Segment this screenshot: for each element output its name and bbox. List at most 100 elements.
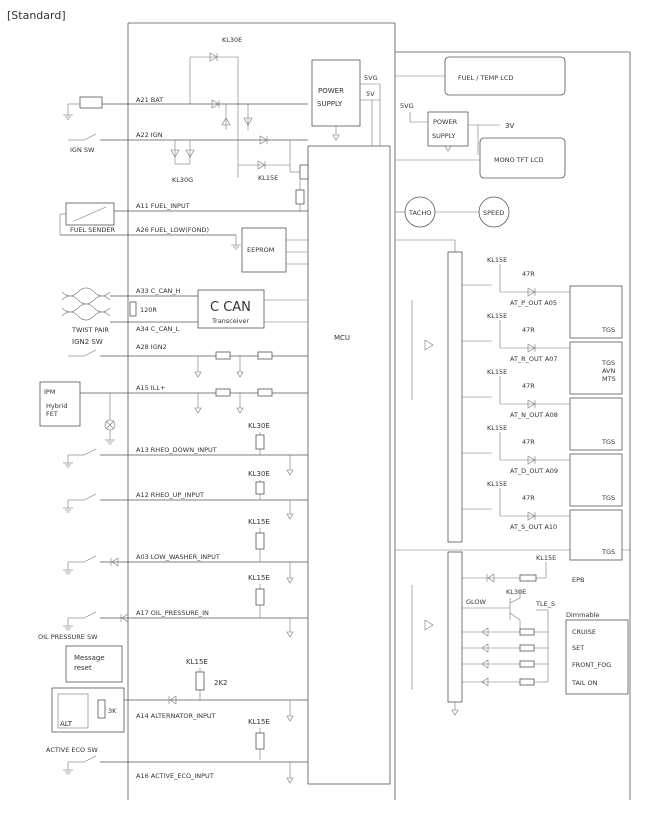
output-1-label: AT_P_OUT A05: [510, 299, 557, 307]
output-1-kl: KL15E: [487, 256, 507, 264]
rheo-up-label: A12 RHEO_UP_INPUT: [136, 491, 204, 499]
kl15e-1-label: KL15E: [258, 174, 278, 182]
output-4-tgs: TGS: [601, 494, 615, 502]
active-eco-label: A16 ACTIVE_ECO_INPUT: [136, 772, 214, 780]
res-3k-label: 3K: [108, 707, 117, 715]
low-washer-label: A03 LOW_WASHER_INPUT: [136, 553, 220, 561]
dimmable-item-cruise: CRUISE: [572, 628, 596, 636]
dimmable-title: Dimmable: [566, 611, 599, 619]
can-resistor-label: 120R: [140, 306, 157, 314]
indicator-leds: [462, 610, 549, 687]
output-3-kl: KL15E: [487, 368, 507, 376]
ccan-title: C CAN: [210, 300, 251, 315]
can-l-label: A34 C_CAN_L: [136, 325, 180, 333]
power-supply-1-line2: SUPPLY: [317, 100, 343, 108]
power-supply-2-line2: SUPPLY: [432, 132, 455, 140]
kl30e-2-label: KL30E: [248, 422, 270, 430]
twist-pair-label: TWIST PAIR: [71, 326, 109, 334]
power-supply-1-line1: POWER: [318, 87, 344, 95]
ign2-pin-label: A28 IGN2: [136, 343, 167, 351]
output-2-label: AT_R_OUT A07: [510, 355, 558, 363]
output-2-tgs-box: [569, 341, 623, 395]
output-4-label: AT_D_OUT A09: [510, 467, 558, 475]
oil-pressure-label: A17 OIL_PRESSURE_IN: [136, 609, 209, 617]
output-1-tgs: TGS: [601, 326, 615, 334]
output-3-tgs: TGS: [601, 438, 615, 446]
alt-label: ALT: [60, 720, 73, 728]
tail-s-label: TLE_S: [535, 600, 555, 608]
can-h-label: A33 C_CAN_H: [136, 287, 181, 295]
output-5-kl: KL15E: [487, 480, 507, 488]
output-1-tgs-box: [569, 285, 623, 339]
kl30e-top-label: KL30E: [222, 36, 242, 44]
lower-kl30e-label: KL30E: [506, 588, 526, 596]
lcd-mono-tft-label: MONO TFT LCD: [494, 156, 544, 164]
lower-driver-bus: [447, 551, 463, 703]
twist-pair-symbol: [61, 287, 111, 321]
ipm-box: [39, 381, 81, 427]
ign-pin-label: A22 IGN: [136, 131, 163, 139]
output-2-tgs-l2: AVN: [602, 367, 615, 375]
dimmable-item-set: SET: [572, 644, 584, 652]
output-2-tgs-l3: MTS: [602, 375, 616, 383]
fuel-input-label: A11 FUEL_INPUT: [136, 202, 190, 210]
output-row-1: KL15E 47R AT_P_OUT A05 TGS: [462, 256, 623, 339]
dimmable-item-tail-on: TAIL ON: [571, 679, 598, 687]
ign2-sw-label: IGN2 SW: [72, 338, 103, 346]
mcu-block: [307, 145, 391, 785]
fuel-sender-label: FUEL SENDER: [70, 226, 115, 234]
output-driver-bus: [447, 251, 463, 543]
active-eco-sw-label: ACTIVE ECO SW: [46, 746, 98, 754]
output-3-label: AT_N_OUT A08: [510, 411, 558, 419]
oil-pressure-sw-label: OIL PRESSURE SW: [38, 633, 98, 641]
output-2-tgs-l1: TGS: [601, 359, 615, 367]
output-2-r: 47R: [522, 326, 535, 334]
message-reset-line1: Message: [74, 654, 105, 662]
output-5-tgs-box: [569, 509, 623, 561]
hybrid-fet-line1: Hybrid: [46, 402, 67, 410]
eeprom-label: EEPROM: [247, 246, 274, 254]
power-supply-1-out1: 5VG: [364, 74, 378, 82]
lcd-fuel-temp-label: FUEL / TEMP LCD: [458, 74, 513, 82]
output-4-r: 47R: [522, 438, 535, 446]
alternator-label: A14 ALTERNATOR_INPUT: [136, 712, 216, 720]
output-1-r: 47R: [522, 270, 535, 278]
ipm-label: IPM: [44, 388, 55, 396]
kl15e-3-label: KL15E: [248, 574, 270, 582]
ccan-sub: Transceiver: [211, 317, 249, 325]
tacho-label: TACHO: [408, 209, 431, 217]
epb-label: EPB: [572, 576, 585, 584]
message-reset-label: Message reset: [74, 654, 105, 672]
eeprom-block: [241, 227, 287, 273]
rheo-down-label: A13 RHEO_DOWN_INPUT: [136, 446, 217, 454]
output-row-4: KL15E 47R AT_D_OUT A09 TGS: [462, 424, 623, 507]
dimmable-box: [565, 619, 629, 695]
output-row-5: KL15E 47R AT_S_OUT A10 TGS: [462, 480, 623, 561]
ign-sw-label: IGN SW: [70, 146, 95, 154]
output-3-tgs-box: [569, 397, 623, 451]
power-supply-2-out: 3V: [505, 122, 514, 130]
message-reset-box: [65, 645, 123, 683]
message-reset-line2: reset: [74, 664, 92, 672]
kl15e-5-label: KL15E: [248, 718, 270, 726]
fuel-low-label: A26 FUEL_LOW(FOND): [136, 226, 209, 234]
glow-label: GLOW: [466, 598, 487, 606]
hybrid-fet-line2: FET: [46, 410, 58, 418]
bat-pin-label: A21 BAT: [136, 96, 163, 104]
kl30g-label: KL30G: [172, 176, 193, 184]
output-4-kl: KL15E: [487, 424, 507, 432]
dimmable-item-front-fog: FRONT_FOG: [572, 661, 611, 669]
kl15e-4-label: KL15E: [186, 658, 208, 666]
lcd-mono-tft: [479, 137, 566, 179]
res-2k2-label: 2K2: [214, 679, 228, 687]
ill-pin-label: A15 ILL+: [136, 384, 165, 392]
power-supply-1-out2: 5V: [366, 90, 375, 98]
battery-symbol: [79, 96, 103, 109]
ccan-transceiver: [197, 289, 265, 329]
output-2-kl: KL15E: [487, 312, 507, 320]
speed-label: SPEED: [483, 209, 504, 217]
kl30e-3-label: KL30E: [248, 470, 270, 478]
